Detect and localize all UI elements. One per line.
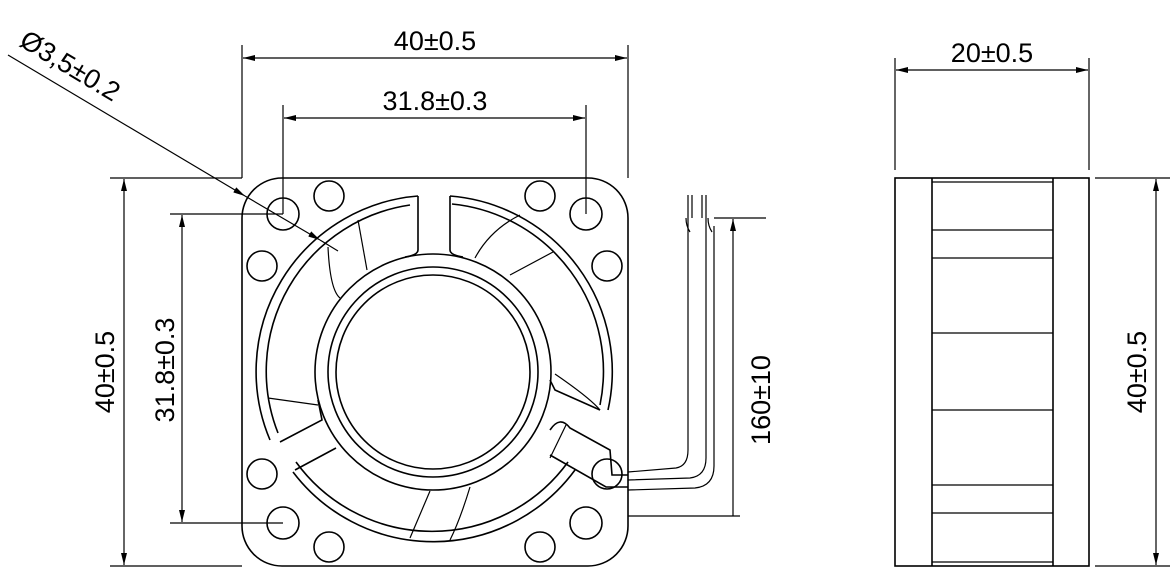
dim-width: 40±0.5 <box>241 26 629 178</box>
dim-hole-spacing-v: 31.8±0.3 <box>150 213 283 524</box>
dim-lead-length-label: 160±10 <box>746 355 776 445</box>
dim-hole-spacing-h-label: 31.8±0.3 <box>383 86 488 116</box>
dim-side-height: 40±0.5 <box>1095 177 1170 567</box>
fan-hub <box>314 253 552 491</box>
dim-side-height-label: 40±0.5 <box>1122 331 1152 413</box>
small-holes <box>246 180 623 563</box>
fan-frame <box>241 177 629 567</box>
dim-depth: 20±0.5 <box>894 38 1090 170</box>
front-view: 40±0.5 31.8±0.3 40±0.5 31.8±0.3 Ø3,5±0.2 <box>7 24 776 567</box>
dim-hole-spacing-h: 31.8±0.3 <box>282 86 587 214</box>
dim-hole-spacing-v-label: 31.8±0.3 <box>150 318 180 423</box>
dim-depth-label: 20±0.5 <box>951 38 1033 68</box>
dim-hole-diameter-label: Ø3,5±0.2 <box>15 24 126 107</box>
side-frame <box>894 177 1090 567</box>
airflow-openings <box>255 195 628 543</box>
side-view: 20±0.5 40±0.5 <box>894 38 1170 567</box>
dim-height: 40±0.5 <box>90 177 242 567</box>
dim-width-label: 40±0.5 <box>394 26 476 56</box>
lead-wires <box>627 195 715 491</box>
dim-lead-length: 160±10 <box>628 217 776 517</box>
dim-height-label: 40±0.5 <box>90 331 120 413</box>
